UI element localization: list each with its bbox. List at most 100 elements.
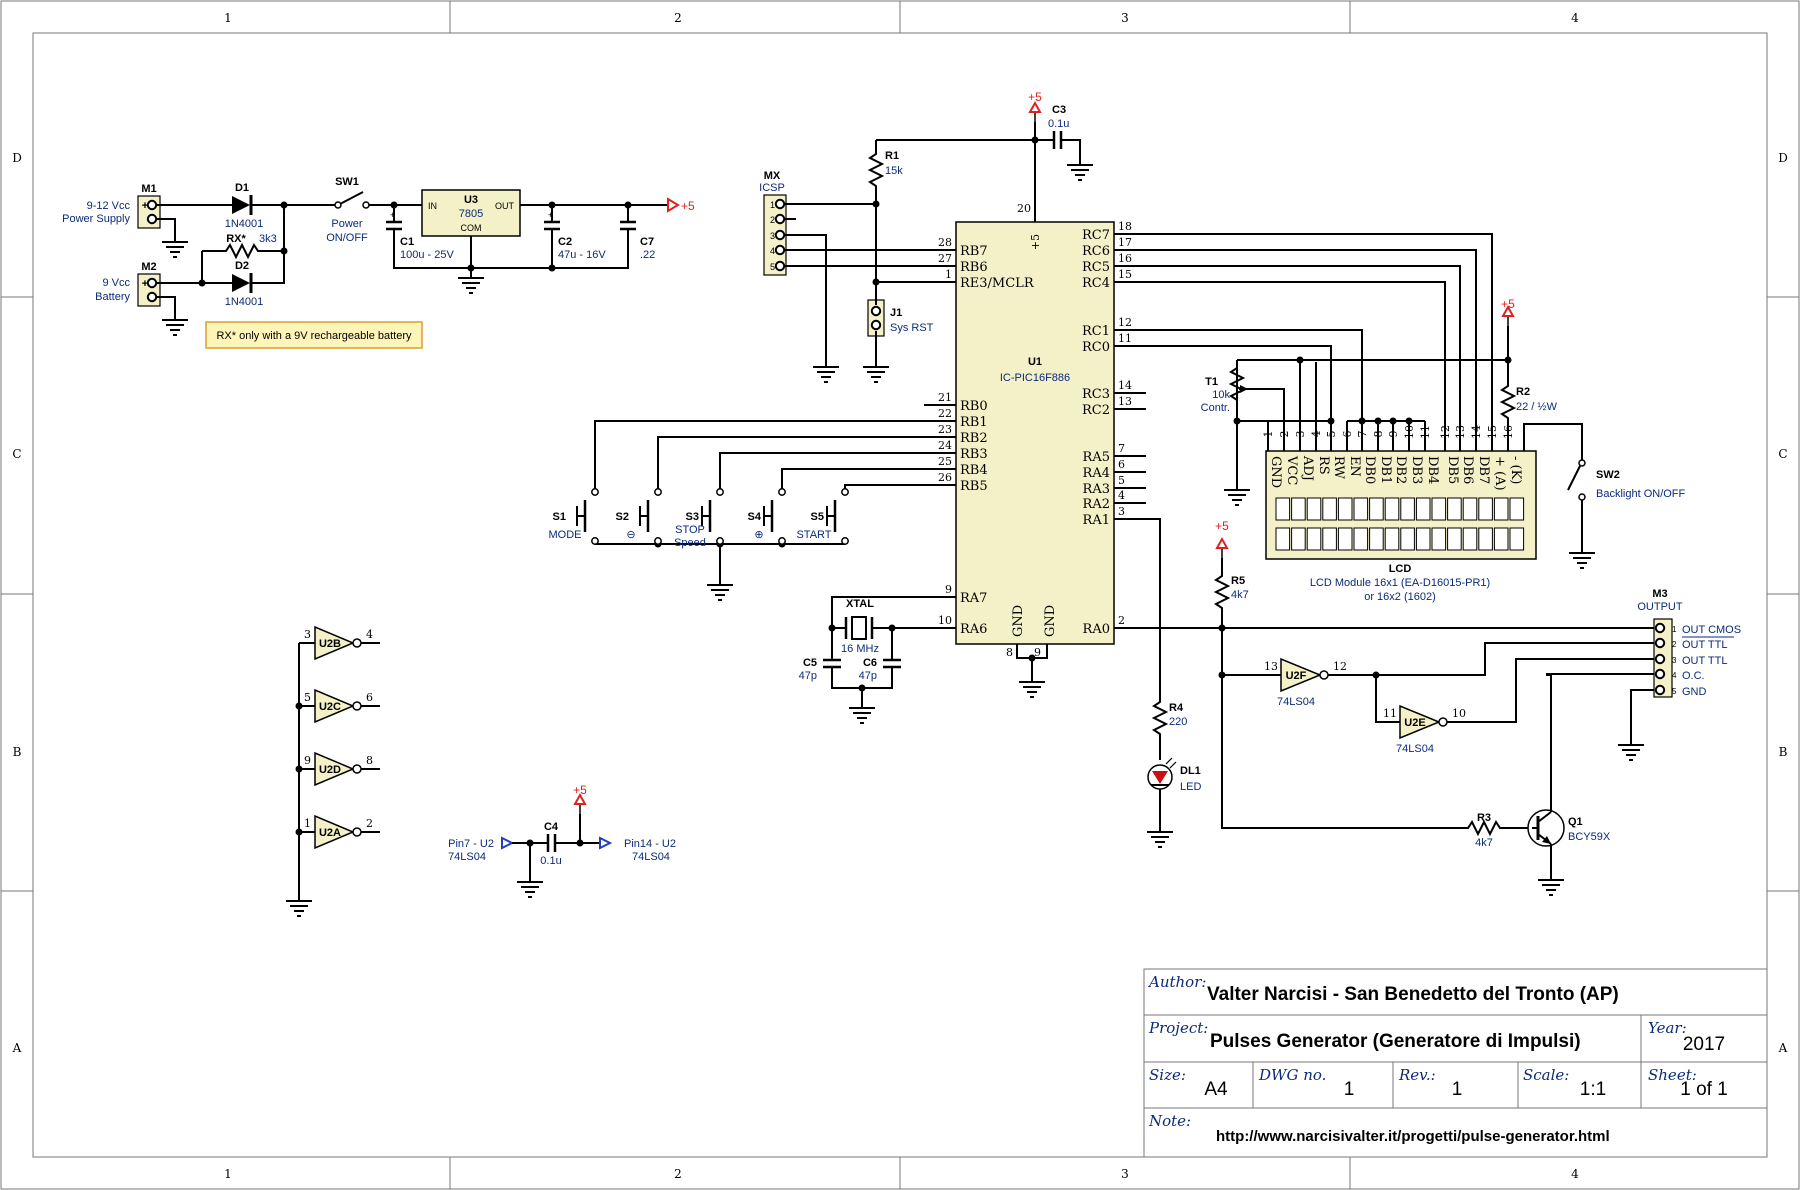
lcd-char-cell bbox=[1509, 527, 1525, 551]
zone-left-C: C bbox=[12, 447, 21, 461]
button-s4: S4 ⊕ bbox=[748, 488, 786, 545]
lcd-char-cell bbox=[1493, 527, 1509, 551]
c4-right2: 74LS04 bbox=[632, 851, 670, 863]
zone-right-D: D bbox=[1778, 151, 1788, 165]
icsp-pin-1: 1 bbox=[770, 200, 775, 210]
s3-ref: S3 bbox=[686, 511, 699, 523]
u1-pin-28: 28 bbox=[938, 236, 952, 249]
u1-pin-1: 1 bbox=[945, 268, 952, 281]
t1-value: 10k bbox=[1212, 389, 1230, 401]
lcd-char-cell bbox=[1447, 527, 1462, 551]
u1-ra6: RA6 bbox=[960, 622, 987, 637]
lcd-char-cell bbox=[1322, 497, 1337, 521]
lcd-pin-4: 4 bbox=[1310, 431, 1323, 438]
lcd-pin-9: 9 bbox=[1387, 431, 1400, 438]
dl1-desc: LED bbox=[1180, 781, 1201, 793]
tb-year-key: Year: bbox=[1648, 1019, 1687, 1037]
s5-label: START bbox=[796, 529, 831, 541]
j1-desc: Sys RST bbox=[890, 322, 934, 334]
rx-note-box bbox=[205, 321, 423, 349]
c3-value: 0.1u bbox=[1048, 118, 1069, 130]
m3-name-1: OUT CMOS bbox=[1682, 624, 1741, 636]
u1-rb5: RB5 bbox=[960, 479, 988, 494]
u1-left-top-pins: 28 27 1 RB7 RB6 RE3/MCLR bbox=[924, 236, 1035, 291]
m3-name-3: OUT TTL bbox=[1682, 655, 1727, 667]
tb-dwg-key: DWG no. bbox=[1258, 1066, 1326, 1084]
lcd-char-cell bbox=[1337, 497, 1353, 521]
lcd-char-cell bbox=[1353, 497, 1369, 521]
vreg-out-net: +5 bbox=[681, 199, 695, 213]
svg-text:+: + bbox=[548, 210, 553, 220]
zone-bottom-2: 2 bbox=[674, 1167, 682, 1181]
u1-left-mid-pins: 21 22 23 24 25 26 RB0 RB1 RB2 RB3 RB4 RB… bbox=[924, 391, 988, 494]
u2-decoupling: +5 C4 0.1u Pin7 - U2 74LS04 Pin14 - U2 7… bbox=[448, 783, 676, 898]
lcd-char-cell bbox=[1431, 497, 1447, 521]
tb-author-key: Author: bbox=[1147, 973, 1206, 991]
m3-pin-1: 1 bbox=[1672, 625, 1677, 634]
zone-top-1: 1 bbox=[224, 11, 232, 25]
dl1-ref: DL1 bbox=[1180, 765, 1201, 777]
u1-pin-9: 9 bbox=[945, 583, 952, 596]
zone-right-C: C bbox=[1778, 447, 1787, 461]
u1-pin-11: 11 bbox=[1118, 332, 1132, 345]
u3-value: 7805 bbox=[459, 208, 483, 220]
button-s5: S5 START bbox=[796, 488, 849, 545]
tb-scale-key: Scale: bbox=[1523, 1066, 1569, 1084]
u1-pin-18: 18 bbox=[1118, 220, 1132, 233]
u2d-in: 9 bbox=[304, 754, 311, 767]
u3-ref: U3 bbox=[464, 194, 478, 206]
u3-com: COM bbox=[461, 223, 482, 233]
lcd-char-cell bbox=[1291, 497, 1306, 521]
m3-name-4: O.C. bbox=[1682, 670, 1705, 682]
u1-value: IC-PIC16F886 bbox=[1000, 372, 1070, 384]
d1-value: 1N4001 bbox=[225, 218, 264, 230]
sw1-desc: Power bbox=[331, 218, 363, 230]
lcd-char-cell bbox=[1384, 497, 1400, 521]
u1-rb3: RB3 bbox=[960, 447, 988, 462]
u2e-value: 74LS04 bbox=[1396, 743, 1434, 755]
xtal-ref: XTAL bbox=[846, 598, 874, 610]
s3-label: STOP bbox=[675, 524, 705, 536]
lcd-name-db1: DB1 bbox=[1378, 456, 1393, 484]
lcd-char-cell bbox=[1369, 527, 1384, 551]
lcd-name-vcc: VCC bbox=[1284, 455, 1299, 485]
u1-ra7: RA7 bbox=[960, 591, 987, 606]
lcd-name-cathode: - (K) bbox=[1508, 456, 1523, 484]
u1-right-ra-pins: 7 6 5 4 3 RA5 RA4 RA3 RA2 RA1 2 RA0 bbox=[1083, 442, 1146, 637]
rx-value: 3k3 bbox=[259, 233, 277, 245]
lcd-name-db2: DB2 bbox=[1393, 456, 1408, 484]
lcd-name-rs: RS bbox=[1316, 456, 1331, 475]
lcd-pin-names: GND VCC ADJ RS RW EN DB0 DB1 DB2 DB3 DB4… bbox=[1268, 455, 1523, 491]
u1-vdd-pin: 20 bbox=[1017, 202, 1031, 215]
s2-label: ⊖ bbox=[626, 529, 635, 541]
r2-ref: R2 bbox=[1516, 386, 1530, 398]
tb-note: http://www.narcisivalter.it/progetti/pul… bbox=[1216, 1128, 1610, 1145]
lcd-desc: LCD Module 16x1 (EA-D16015-PR1) bbox=[1310, 577, 1490, 589]
lcd-char-cell bbox=[1275, 527, 1291, 551]
power-input-section: M1 9-12 Vcc Power Supply + M2 9 Vcc Batt… bbox=[62, 176, 695, 349]
u1-rc7: RC7 bbox=[1082, 228, 1110, 243]
u1-ra0: RA0 bbox=[1083, 622, 1110, 637]
u1-ra2: RA2 bbox=[1083, 497, 1110, 512]
s5-ref: S5 bbox=[811, 511, 824, 523]
zone-top-2: 2 bbox=[674, 11, 682, 25]
u1-ra1: RA1 bbox=[1083, 513, 1110, 528]
lcd-char-cell bbox=[1509, 497, 1525, 521]
lcd-character-grid bbox=[1275, 497, 1525, 551]
s1-label: MODE bbox=[549, 529, 582, 541]
m3-pin-2: 2 bbox=[1672, 640, 1677, 649]
t1-desc: Contr. bbox=[1201, 402, 1230, 414]
zone-top-3: 3 bbox=[1121, 11, 1129, 25]
m3-desc: OUTPUT bbox=[1637, 601, 1683, 613]
r3-ref: R3 bbox=[1477, 812, 1491, 824]
u2a-in: 1 bbox=[304, 817, 311, 830]
sw1-desc2: ON/OFF bbox=[326, 232, 368, 244]
sw2-ref: SW2 bbox=[1596, 469, 1620, 481]
m3-pin-3: 3 bbox=[1672, 656, 1677, 665]
m1-plus: + bbox=[142, 200, 148, 212]
u2f-ref: U2F bbox=[1286, 670, 1307, 682]
connector-m1: M1 9-12 Vcc Power Supply + bbox=[62, 183, 161, 229]
lcd-name-db4: DB4 bbox=[1425, 456, 1440, 484]
connector-m2: M2 9 Vcc Battery + bbox=[95, 261, 161, 307]
q1-value: BCY59X bbox=[1568, 831, 1611, 843]
